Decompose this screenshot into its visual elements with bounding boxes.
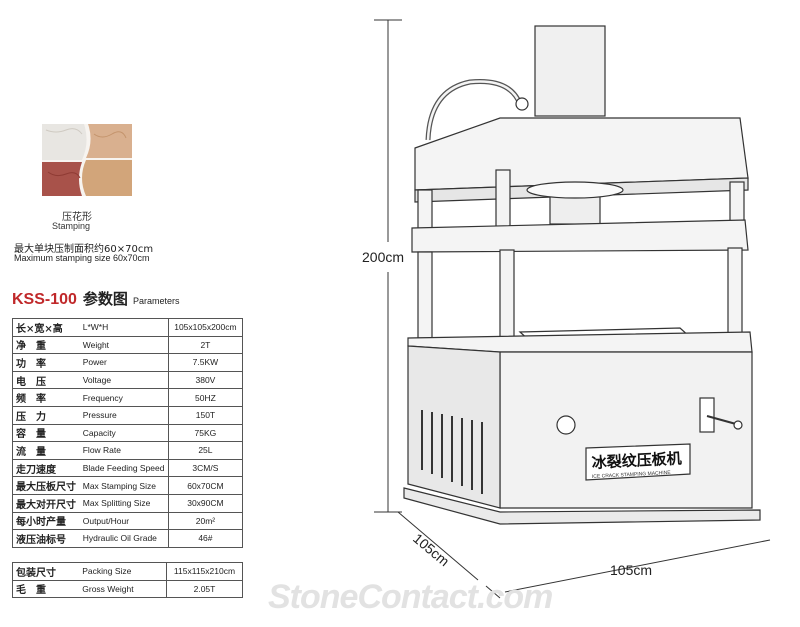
spec-label-en: Flow Rate (80, 441, 169, 460)
spec-value: 20m² (167, 511, 244, 531)
spec-value: 105x105x200cm (167, 318, 244, 337)
machine-label-cn: 冰裂纹压板机 (591, 449, 682, 472)
machine-drawing: 冰裂纹压板机 ICE CRACK STAMPING MACHINE 200cm … (362, 19, 771, 599)
spec-label-cn: 包装尺寸 (12, 562, 81, 581)
spec-value: 50HZ (167, 388, 244, 407)
max-stamping-size-en: Maximum stamping size 60x70cm (14, 253, 150, 263)
width-dimension: 105cm (610, 562, 652, 578)
spec-value: 25L (167, 441, 244, 460)
spec-label-cn: 毛 重 (12, 579, 81, 599)
spec-value: 115x115x210cm (165, 562, 244, 581)
max-stamping-size-cn: 最大单块压制面积约60×70cm (14, 244, 154, 255)
spec-label-en: Pressure (80, 405, 169, 425)
control-knob (556, 415, 576, 435)
column (495, 169, 511, 229)
watermark: StoneContact.com (268, 578, 553, 616)
machine-label-en: ICE CRACK STAMPING MACHINE (592, 470, 672, 480)
spec-value: 150T (167, 405, 244, 425)
parameters-title-en: Parameters (132, 296, 180, 306)
spec-value: 2T (167, 335, 244, 355)
floor-base (403, 487, 761, 525)
stamping-sample-image (42, 124, 132, 196)
spec-label-en: L*W*H (80, 318, 169, 337)
spec-label-cn: 长×宽×高 (11, 318, 81, 337)
spec-value: 7.5KW (167, 353, 244, 372)
spec-label-cn: 频 率 (11, 388, 81, 407)
spec-label-cn: 流 量 (11, 441, 81, 460)
moving-platen (411, 219, 749, 253)
spec-label-en: Power (80, 353, 169, 372)
spec-value: 2.05T (165, 579, 244, 599)
spec-label-cn: 最大压板尺寸 (11, 476, 81, 495)
spec-label-en: Frequency (80, 388, 169, 407)
model-number: KSS-100 (12, 291, 77, 308)
spec-label-cn: 液压油标号 (11, 529, 81, 548)
spec-label-cn: 最大对开尺寸 (11, 493, 81, 513)
spec-label-en: Blade Feeding Speed (80, 458, 169, 478)
spec-value: 3CM/S (167, 458, 244, 478)
machine-label-plate (585, 443, 691, 481)
spec-label-cn: 压 力 (11, 405, 81, 425)
spec-value: 380V (167, 370, 244, 390)
column (417, 251, 433, 339)
spec-value: 60x70CM (167, 476, 244, 495)
spec-label-cn: 每小时产量 (11, 511, 81, 531)
stamping-caption-en: Stamping (52, 221, 91, 231)
column (729, 181, 745, 223)
spec-label-en: Capacity (80, 423, 169, 443)
height-dimension: 200cm (362, 249, 404, 265)
parameters-heading: KSS-100 参数图 Parameters (12, 288, 179, 309)
spec-label-cn: 功 率 (11, 353, 81, 372)
parameters-title-cn: 参数图 (82, 290, 128, 308)
spec-label-en: Gross Weight (80, 579, 167, 599)
column (499, 249, 515, 351)
spec-label-en: Output/Hour (80, 511, 169, 531)
depth-dimension: 105cm (410, 530, 452, 569)
spec-label-en: Voltage (80, 370, 169, 390)
column (417, 189, 433, 231)
spec-label-en: Max Splitting Size (80, 493, 169, 513)
stamping-caption-cn: 压花形 (62, 212, 92, 223)
spec-value: 30x90CM (167, 493, 244, 513)
spec-label-en: Packing Size (80, 562, 167, 581)
spec-label-en: Weight (80, 335, 169, 355)
spec-label-cn: 走刀速度 (11, 458, 81, 478)
spec-label-cn: 电 压 (11, 370, 81, 390)
spec-value: 75KG (167, 423, 244, 443)
spec-label-en: Max Stamping Size (80, 476, 169, 495)
column (727, 247, 743, 341)
spec-value: 46# (167, 529, 244, 548)
hydraulic-cylinder (534, 25, 606, 117)
spec-label-en: Hydraulic Oil Grade (80, 529, 169, 548)
spec-label-cn: 容 量 (11, 423, 81, 443)
handle-plate (699, 397, 715, 433)
spec-label-cn: 净 重 (11, 335, 81, 355)
